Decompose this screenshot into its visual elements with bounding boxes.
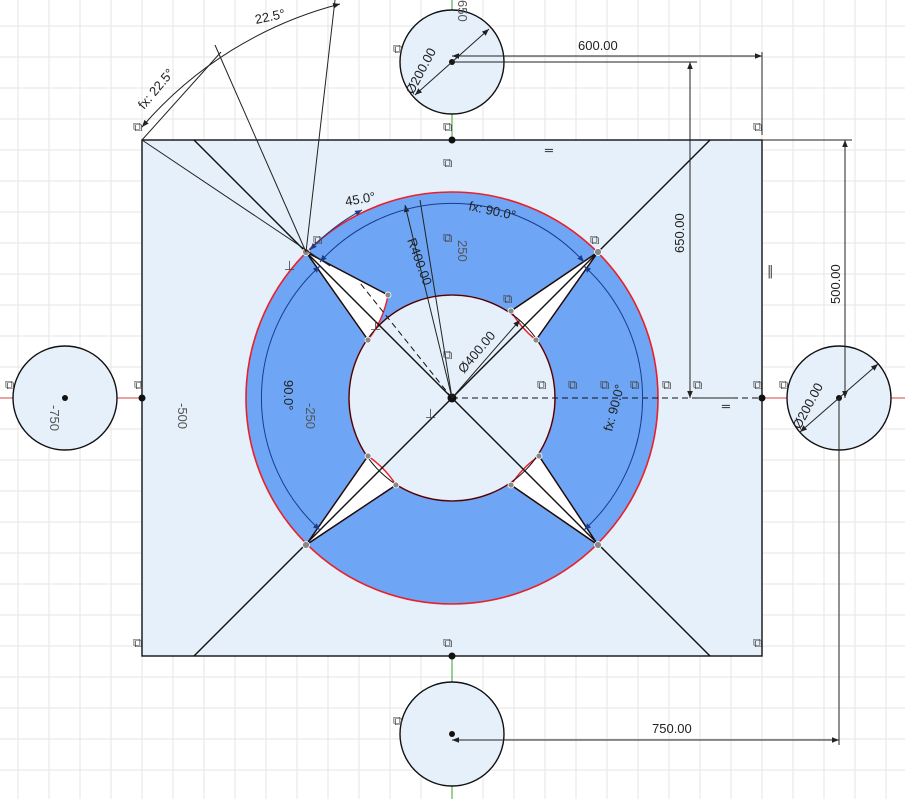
coincident-constraint-icon: ⧉ [537, 378, 546, 393]
construction-lines [359, 282, 762, 399]
coord-top: 650 [455, 0, 470, 22]
dim-angle-90-left[interactable]: 90.0° [281, 380, 296, 411]
coincident-constraint-icon: ⧉ [443, 231, 452, 246]
dim-500[interactable]: 500.00 [828, 264, 843, 304]
coincident-constraint-icon: ⧉ [693, 378, 702, 393]
dim-angle-45[interactable]: 45.0° [344, 189, 377, 209]
angle-dimension-arcs [261, 203, 643, 531]
coincident-constraint-icon: ⧉ [590, 233, 599, 248]
coincident-constraint-icon: ⧉ [443, 636, 452, 651]
coincident-constraint-icon: ⧉ [393, 714, 402, 729]
coincident-constraint-icon: ⧉ [133, 120, 142, 135]
coord-rect-left: -500 [175, 403, 190, 429]
dim-750[interactable]: 750.00 [652, 721, 692, 736]
perpendicular-constraint-icon: ⊥ [284, 259, 295, 274]
coincident-constraint-icon: ⧉ [313, 233, 322, 248]
coincident-constraint-icon: ⧉ [753, 378, 762, 393]
perpendicular-constraint-icon: ⊥ [425, 407, 436, 422]
vertical-constraint-icon: ‖ [767, 264, 774, 279]
coincident-constraint-icon: ⧉ [753, 636, 762, 651]
constraint-icons: ⧉ ⧉ ⧉ ⧉ ⧉ ⧉ ⧉ ⧉ ⧉ ⧉ ⧉ ⧉ ⧉ ⧉ ⧉ ⧉ ⧉ ⧉ ⧉ ⧉ … [5, 42, 788, 729]
coord-left-circle: -750 [47, 405, 62, 431]
dim-angle-fx-22-5[interactable]: fx: 22.5° [135, 66, 177, 112]
ring-points [302, 248, 602, 549]
perpendicular-constraint-icon: ⊥ [370, 319, 381, 334]
coincident-constraint-icon: ⧉ [568, 378, 577, 393]
coincident-constraint-icon: ⧉ [134, 378, 143, 393]
coincident-constraint-icon: ⧉ [600, 378, 609, 393]
coincident-constraint-icon: ⧉ [753, 120, 762, 135]
coord-inner-left: -250 [303, 403, 318, 429]
horizontal-constraint-icon: ═ [721, 400, 730, 415]
coincident-constraint-icon: ⧉ [443, 156, 452, 171]
coincident-constraint-icon: ⧉ [443, 348, 452, 363]
dim-angle-22-5[interactable]: 22.5° [254, 6, 287, 27]
dim-600[interactable]: 600.00 [578, 38, 618, 53]
coincident-constraint-icon: ⧉ [662, 378, 671, 393]
dimension-lines [141, 0, 879, 745]
coincident-constraint-icon: ⧉ [779, 378, 788, 393]
coincident-constraint-icon: ⧉ [443, 120, 452, 135]
dim-650[interactable]: 650.00 [672, 213, 687, 253]
coord-inner-top: 250 [455, 240, 470, 262]
coincident-constraint-icon: ⧉ [5, 378, 14, 393]
coincident-constraint-icon: ⧉ [393, 42, 402, 57]
coincident-constraint-icon: ⧉ [133, 636, 142, 651]
coincident-constraint-icon: ⧉ [630, 378, 639, 393]
coincident-constraint-icon: ⧉ [503, 292, 512, 307]
horizontal-constraint-icon: ═ [544, 144, 553, 159]
